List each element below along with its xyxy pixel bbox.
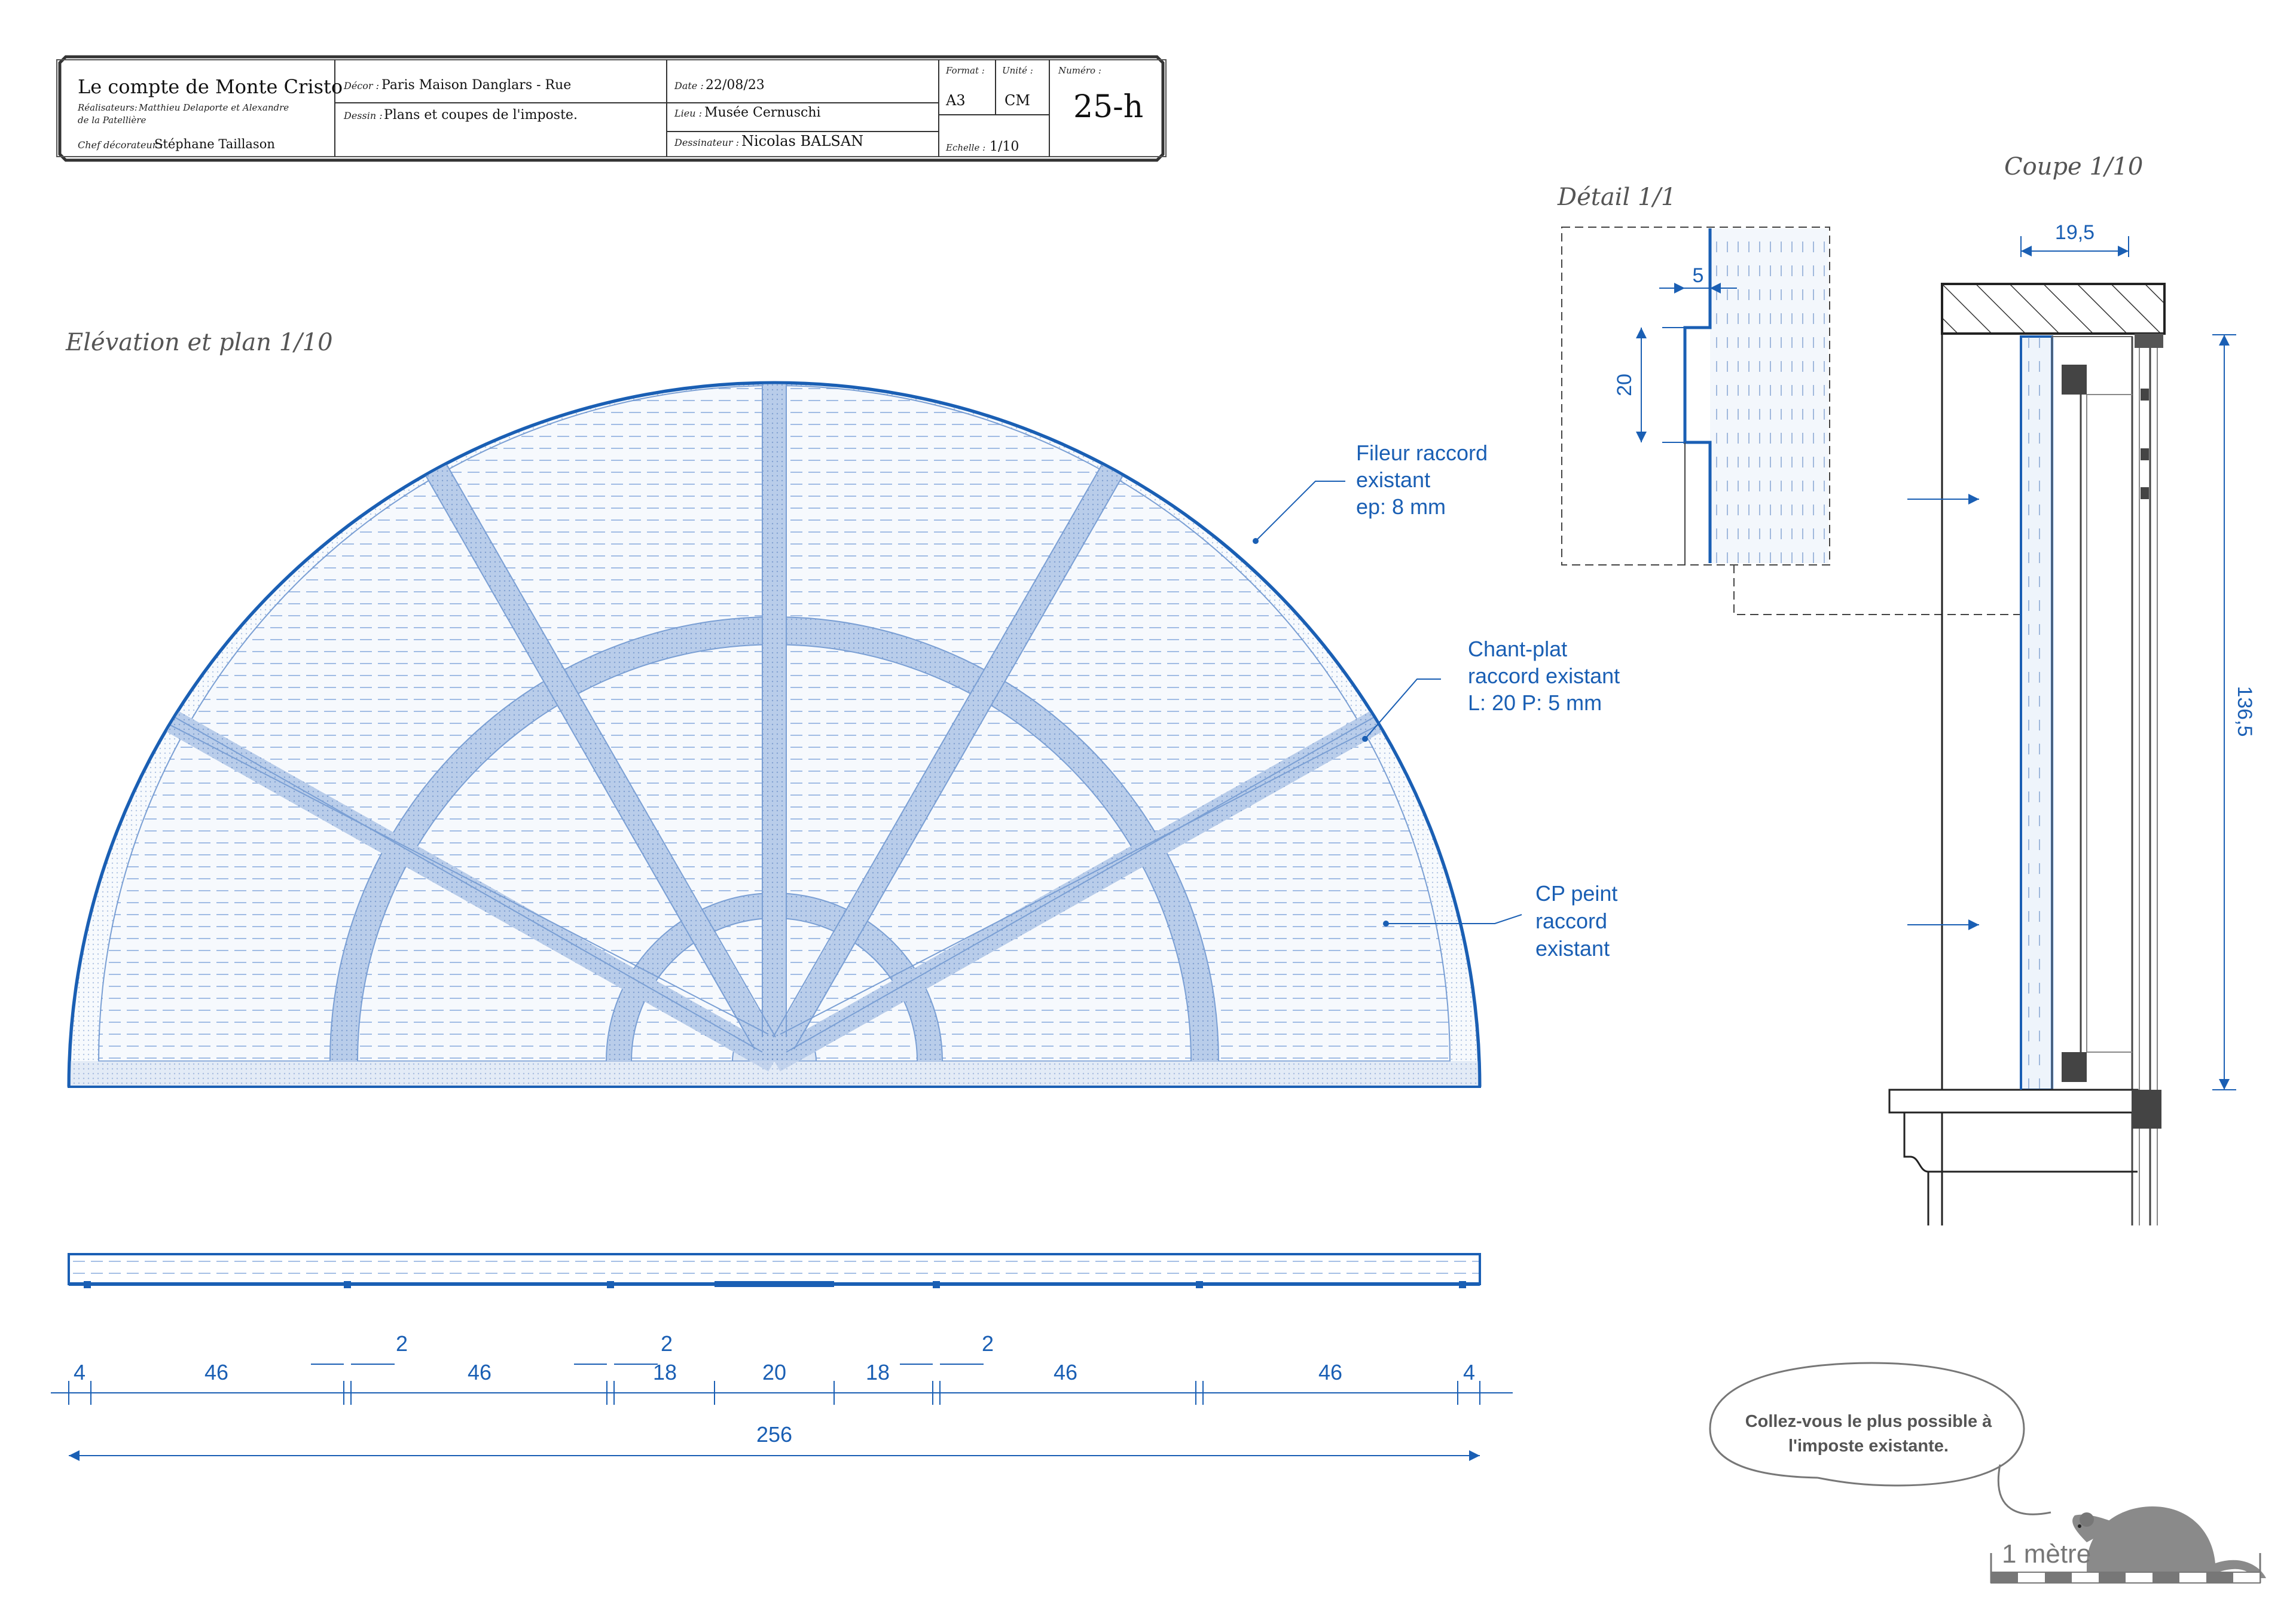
- dim-4-right: 4: [1463, 1360, 1475, 1384]
- unite-value: CM: [1004, 92, 1030, 109]
- detail-dim-20: 20: [1613, 374, 1636, 396]
- rat-mascot-icon: [2072, 1506, 2266, 1578]
- detail-title: Détail 1/1: [1557, 184, 1676, 211]
- cartouche-title: Le compte de Monte Cristo: [78, 75, 343, 98]
- annotation-cp: CP peint raccord existant: [1383, 881, 1617, 961]
- dim-46-a: 46: [204, 1360, 228, 1384]
- date-value: 22/08/23: [706, 78, 765, 93]
- fileur-line2: existant: [1356, 467, 1430, 492]
- dessin-value: Plans et coupes de l'imposte.: [384, 108, 578, 123]
- chant-line1: Chant-plat: [1468, 637, 1567, 661]
- plan-view: [68, 1253, 1481, 1288]
- decor-label: Décor :: [343, 80, 379, 91]
- dessin-label: Dessin :: [343, 110, 383, 121]
- dim-2-a: 2: [396, 1331, 408, 1356]
- bubble-line1: Collez-vous le plus possible à: [1745, 1412, 1992, 1431]
- glazing-bars: [69, 383, 1480, 1087]
- dim-20: 20: [762, 1360, 786, 1384]
- unite-label: Unité :: [1002, 65, 1033, 76]
- annotation-chant: Chant-plat raccord existant L: 20 P: 5 m…: [1362, 637, 1620, 742]
- directors-line1: Matthieu Delaporte et Alexandre: [138, 102, 289, 113]
- echelle-label: Echelle :: [945, 142, 985, 153]
- echelle-value: 1/10: [990, 139, 1019, 154]
- fileur-line1: Fileur raccord: [1356, 441, 1488, 465]
- dessinateur-value: Nicolas BALSAN: [741, 133, 863, 149]
- coupe-dim-height: 136,5: [2233, 686, 2256, 736]
- section-view: 19,5 136,5: [1888, 221, 2256, 1225]
- format-value: A3: [945, 92, 966, 109]
- scale-label: 1 mètre: [2002, 1539, 2091, 1569]
- dim-4-left: 4: [74, 1360, 86, 1384]
- coupe-dim-width: 19,5: [2055, 221, 2095, 244]
- dim-2-c: 2: [982, 1331, 994, 1356]
- dim-total: 256: [756, 1422, 792, 1447]
- scale-bar: 1 mètre: [1990, 1539, 2261, 1584]
- cp-line3: existant: [1535, 936, 1610, 961]
- chief-label: Chef décorateur :: [78, 139, 163, 151]
- dim-46-c: 46: [1054, 1360, 1077, 1384]
- numero-label: Numéro :: [1058, 65, 1101, 76]
- directors-line2: de la Patellière: [78, 115, 146, 126]
- speech-bubble: Collez-vous le plus possible à l'imposte…: [1709, 1362, 2051, 1515]
- date-label: Date :: [674, 80, 704, 91]
- chant-line2: raccord existant: [1468, 664, 1620, 688]
- dessinateur-label: Dessinateur :: [674, 137, 739, 148]
- lieu-value: Musée Cernuschi: [704, 105, 821, 120]
- format-label: Format :: [945, 65, 985, 76]
- bottom-dimensions: [51, 1364, 1513, 1461]
- decor-value: Paris Maison Danglars - Rue: [381, 78, 571, 93]
- cp-line1: CP peint: [1535, 881, 1617, 906]
- cp-line2: raccord: [1535, 909, 1607, 933]
- dim-18-a: 18: [653, 1360, 677, 1384]
- lieu-label: Lieu :: [674, 108, 702, 119]
- elevation-view: [67, 381, 1482, 1088]
- bubble-line2: l'imposte existante.: [1788, 1436, 1949, 1456]
- annotation-fileur: Fileur raccord existant ep: 8 mm: [1253, 441, 1488, 544]
- directors-label: Réalisateurs:: [77, 102, 138, 113]
- coupe-title: Coupe 1/10: [2004, 153, 2143, 181]
- detail-dim-5: 5: [1693, 264, 1704, 287]
- dim-2-b: 2: [661, 1331, 673, 1356]
- dim-46-b: 46: [468, 1360, 491, 1384]
- fileur-line3: ep: 8 mm: [1356, 494, 1446, 519]
- numero-value: 25-h: [1073, 89, 1143, 125]
- title-block: Le compte de Monte Cristo Réalisateurs: …: [56, 55, 1167, 162]
- chief-value: Stéphane Taillason: [154, 137, 275, 151]
- elevation-title: Elévation et plan 1/10: [65, 329, 333, 356]
- dim-46-d: 46: [1318, 1360, 1342, 1384]
- dim-18-b: 18: [866, 1360, 890, 1384]
- detail-view: 5 20: [1561, 227, 2021, 615]
- chant-line3: L: 20 P: 5 mm: [1468, 690, 1602, 715]
